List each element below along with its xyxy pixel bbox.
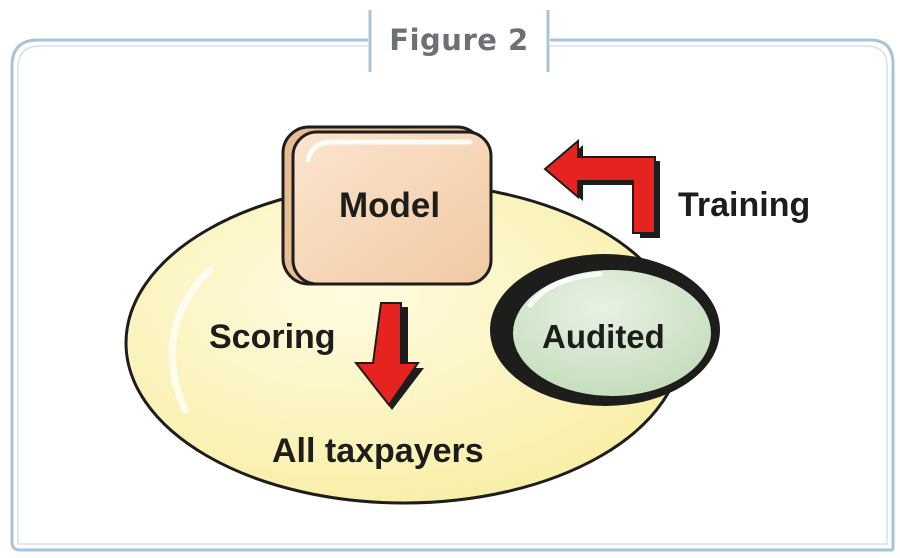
scoring-label: Scoring: [209, 318, 336, 356]
training-label: Training: [678, 186, 811, 224]
audited-ellipse: [511, 268, 713, 398]
model-box-highlight: [305, 139, 473, 163]
frame-border: [10, 38, 895, 552]
audited-label: Audited: [542, 318, 665, 355]
figure-title: Figure 2: [389, 23, 529, 57]
model-label: Model: [339, 186, 441, 225]
population-highlight: [168, 266, 214, 414]
scoring-arrow: [353, 302, 420, 407]
frame-border-inner: [17, 45, 888, 545]
training-arrow: [543, 138, 656, 234]
audited-highlight: [527, 271, 603, 308]
population-label: All taxpayers: [272, 432, 484, 470]
model-box: [291, 130, 493, 286]
